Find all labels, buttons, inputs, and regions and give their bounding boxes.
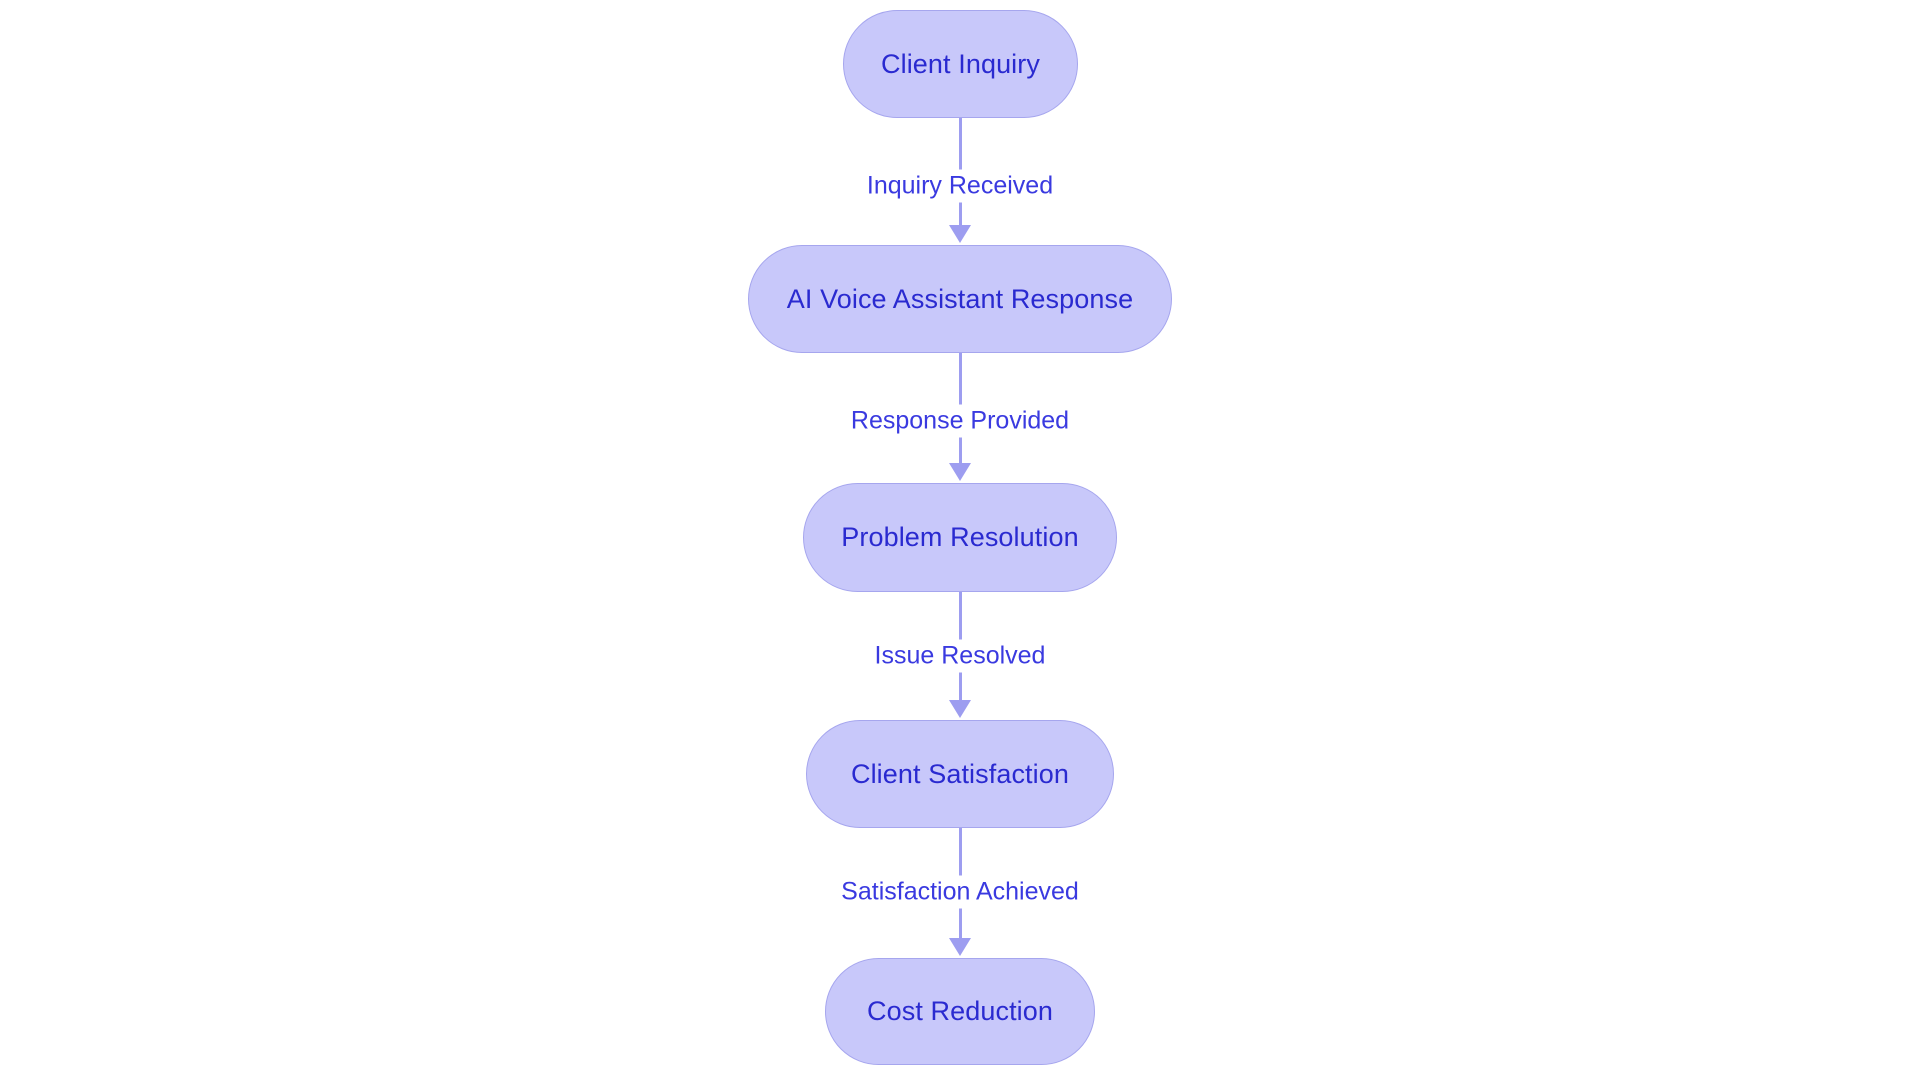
edge-label: Issue Resolved	[865, 639, 1055, 673]
flowchart-node-client-satisfaction[interactable]: Client Satisfaction	[806, 720, 1114, 828]
edge-label: Response Provided	[841, 404, 1079, 438]
arrowhead-down-icon	[949, 700, 971, 718]
flowchart-node-ai-voice-assistant[interactable]: AI Voice Assistant Response	[748, 245, 1172, 353]
edge-label: Satisfaction Achieved	[832, 875, 1088, 909]
flowchart-node-problem-resolution[interactable]: Problem Resolution	[803, 483, 1117, 592]
flowchart-node-cost-reduction[interactable]: Cost Reduction	[825, 958, 1095, 1065]
arrowhead-down-icon	[949, 938, 971, 956]
edge-label: Inquiry Received	[857, 169, 1063, 203]
arrowhead-down-icon	[949, 225, 971, 243]
flowchart-node-client-inquiry[interactable]: Client Inquiry	[843, 10, 1078, 118]
arrowhead-down-icon	[949, 463, 971, 481]
